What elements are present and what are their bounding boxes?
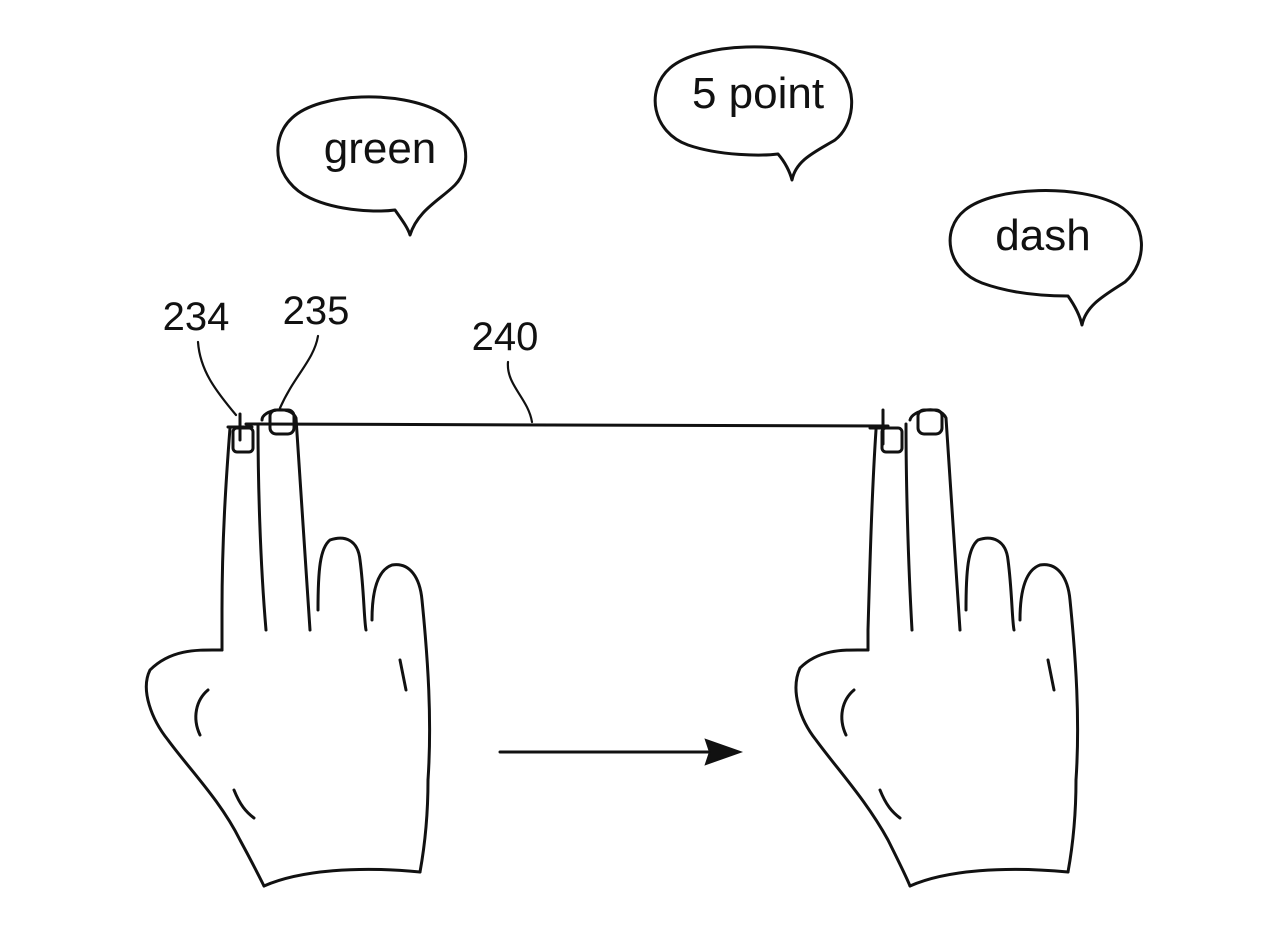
reference-240: 240 xyxy=(472,315,539,424)
drawn-line xyxy=(244,422,890,428)
right-hand xyxy=(794,408,1080,888)
left-hand xyxy=(144,408,432,888)
motion-arrow xyxy=(498,738,744,766)
bubble-5-point-text: 5 point xyxy=(692,69,824,118)
bubble-dash-text: dash xyxy=(995,211,1090,260)
reference-234: 234 xyxy=(163,295,238,417)
reference-234-text: 234 xyxy=(163,295,230,339)
bubble-green-text: green xyxy=(324,124,437,173)
bubble-green: green xyxy=(276,95,468,237)
bubble-5-point: 5 point xyxy=(653,45,854,182)
reference-235: 235 xyxy=(278,289,350,410)
bubble-dash: dash xyxy=(948,189,1143,327)
reference-240-text: 240 xyxy=(472,315,539,359)
reference-235-text: 235 xyxy=(283,289,350,333)
